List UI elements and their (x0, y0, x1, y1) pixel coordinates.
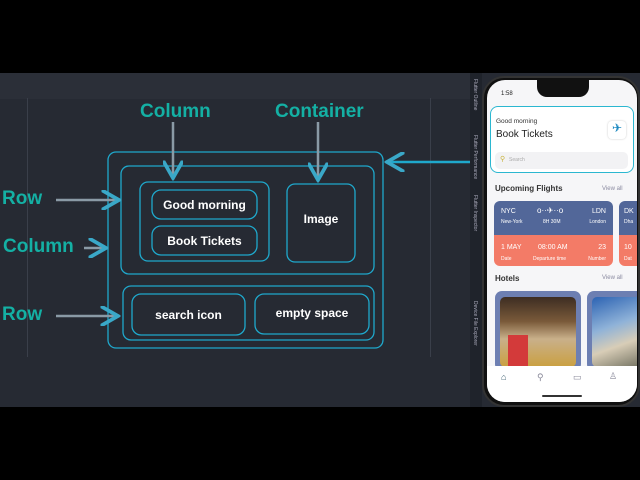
top-row-box (120, 165, 375, 275)
empty-space-box (254, 293, 370, 335)
image-text: Image (303, 212, 339, 226)
ide-sidebar: Flutter Outline Flutter Performance Flut… (470, 73, 482, 407)
home-icon[interactable]: ⌂ (501, 372, 507, 382)
ticket-to: LDN (591, 208, 606, 215)
ticket-card-2[interactable]: DK Dha 10 Dat (619, 201, 637, 266)
ticket-number-label: Number (588, 256, 606, 262)
bottom-nav: ⌂ ⚲ ▭ ♙ (487, 366, 637, 402)
sidebar-device-file-explorer[interactable]: Device File Explorer (472, 301, 478, 346)
book-tickets-box (151, 225, 258, 256)
bottom-row-box (122, 285, 375, 341)
ticket-card[interactable]: NYC New-York o··✈··o 8H 30M LDN London 1… (494, 201, 613, 266)
label-column-left: Column (3, 236, 74, 257)
search-icon-text: search icon (155, 307, 222, 322)
ticket-from-city: New-York (501, 219, 523, 225)
book-tickets-text: Book Tickets (167, 233, 242, 248)
search-icon[interactable]: ⚲ (537, 372, 544, 382)
ticket-to-city: London (589, 219, 606, 225)
hotel-image (500, 297, 576, 367)
ticket2-date-label: Dat (624, 256, 632, 262)
ticket-time-label: Departure time (533, 256, 567, 262)
view-all-hotels[interactable]: View all (602, 275, 623, 281)
greeting: Good morning (496, 118, 538, 125)
logo-image: ✈ (608, 121, 626, 139)
header-card: Good morning Book Tickets ✈ ⚲ Search (490, 106, 634, 173)
sidebar-flutter-inspector[interactable]: Flutter Inspector (472, 195, 478, 232)
sidebar-flutter-performance[interactable]: Flutter Performance (472, 135, 478, 180)
ticket-from: NYC (501, 208, 516, 215)
profile-icon[interactable]: ♙ (609, 371, 618, 381)
label-row-bottom: Row (2, 304, 43, 325)
editor-tabbar (0, 73, 470, 99)
title: Book Tickets (496, 129, 553, 140)
phone-screen: 1:58 Good morning Book Tickets ✈ ⚲ Searc… (487, 80, 637, 402)
good-morning-text: Good morning (163, 197, 246, 212)
ticket-duration: 8H 30M (543, 219, 561, 225)
ticket-icon[interactable]: ▭ (573, 372, 582, 382)
image-box (286, 183, 356, 263)
hotel-card[interactable] (495, 291, 581, 371)
ticket-time: 08:00 AM (538, 244, 568, 251)
upcoming-heading: Upcoming Flights (495, 184, 563, 193)
ticket-number: 23 (598, 244, 606, 251)
hotels-heading: Hotels (495, 274, 520, 283)
hotel-card-2[interactable] (587, 291, 637, 371)
search-bar[interactable]: ⚲ Search (495, 152, 628, 169)
search-placeholder: Search (509, 157, 525, 163)
good-morning-box (151, 189, 258, 220)
label-row-top: Row (2, 188, 43, 209)
empty-space-text: empty space (275, 306, 349, 320)
home-indicator (542, 395, 582, 397)
plane-icon: o··✈··o (537, 206, 564, 215)
text-column-box (139, 181, 270, 262)
sidebar-flutter-outline[interactable]: Flutter Outline (472, 79, 478, 111)
notch (537, 80, 589, 97)
label-container: Container (275, 101, 364, 122)
view-all-flights[interactable]: View all (602, 186, 623, 192)
search-icon: ⚲ (500, 156, 506, 163)
ticket2-from-city: Dha (624, 219, 634, 225)
search-icon-box (131, 293, 246, 336)
label-column-top: Column (140, 101, 211, 122)
status-time: 1:58 (501, 91, 513, 97)
hotel-image-2 (592, 297, 637, 367)
ticket-date: 1 MAY (501, 244, 522, 251)
ticket2-date: 10 (624, 244, 632, 251)
guide-line (430, 98, 431, 357)
guide-line (27, 98, 28, 357)
ticket2-from: DK (624, 208, 634, 215)
ticket-date-label: Date (501, 256, 512, 262)
